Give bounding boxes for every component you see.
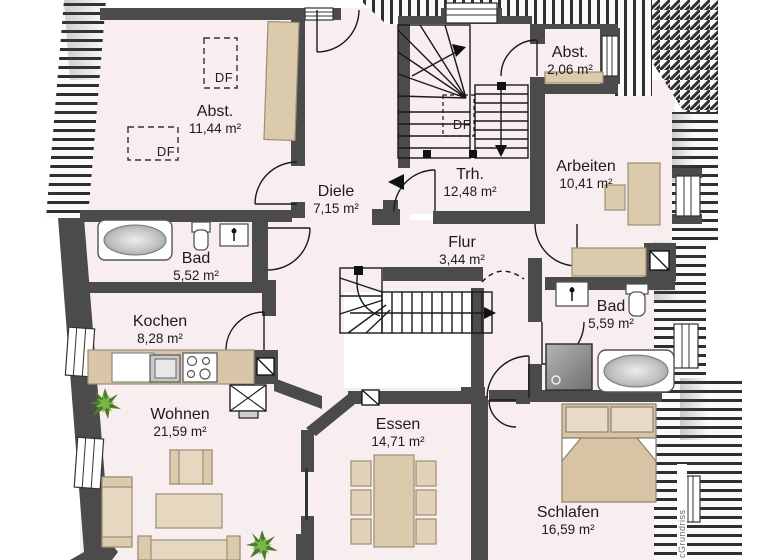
stove — [182, 352, 218, 383]
walls — [58, 8, 676, 560]
door-abst-diele — [254, 161, 298, 205]
sofa-wohnen-left — [101, 476, 133, 548]
chimney-essen — [361, 389, 380, 406]
room-label-kochen: Kochen 8,28 m² — [133, 313, 187, 347]
room-name: Abst. — [551, 44, 589, 61]
roof-hatch-abst2-right — [614, 28, 652, 96]
room-name: Wohnen — [150, 406, 210, 423]
dining-table — [373, 454, 415, 548]
window-abst-top — [304, 7, 334, 21]
room-label-essen: Essen 14,71 m² — [371, 416, 424, 450]
room-area: 3,44 m² — [439, 252, 485, 268]
door-bad1 — [267, 227, 311, 271]
left-outer-wall — [58, 218, 118, 560]
skylight-label-1: DF — [214, 70, 234, 85]
desk-arbeiten — [627, 162, 661, 226]
room-area: 8,28 m² — [137, 331, 183, 347]
room-name: Trh. — [456, 166, 484, 183]
room-area: 21,59 m² — [153, 424, 207, 440]
skylight-abst-1 — [203, 37, 238, 89]
tiled-stove — [229, 384, 267, 419]
room-name: Kochen — [132, 313, 188, 330]
bath-fixtures — [97, 219, 675, 393]
skylight-label-2: DF — [156, 144, 176, 159]
room-name: Essen — [375, 416, 421, 433]
room-label-flur: Flur 3,44 m² — [439, 234, 485, 268]
door-trh-entry — [393, 169, 436, 212]
sofa-wohnen-bottom — [137, 535, 241, 560]
room-area: 11,44 m² — [188, 121, 242, 137]
chimney-kochen — [256, 357, 275, 376]
window-trh-top — [441, 2, 502, 24]
room-area: 16,59 m² — [541, 522, 595, 538]
room-label-schlafen: Schlafen 16,59 m² — [537, 504, 599, 538]
room-label-bad1: Bad 5,52 m² — [173, 250, 219, 284]
entrance-arrow — [388, 174, 404, 190]
room-area: 5,52 m² — [173, 268, 219, 284]
bathtub-bad1 — [97, 219, 173, 261]
bathtub-bad2 — [597, 349, 675, 393]
room-area: 12,48 m² — [443, 184, 497, 200]
skylight-label-3: DF — [452, 117, 472, 132]
window-arbeiten-right — [672, 168, 702, 224]
room-label-arbeiten: Arbeiten 10,41 m² — [556, 158, 616, 192]
room-area: 14,71 m² — [371, 434, 425, 450]
chimney-symbols — [256, 250, 670, 406]
window-wohnen-left-1 — [64, 326, 96, 378]
room-label-trh: Trh. 12,48 m² — [443, 166, 496, 200]
watermark-text: cGrundriss — [677, 464, 687, 560]
kitchen-counter — [87, 349, 255, 385]
double-bed — [561, 403, 657, 503]
room-label-wohnen: Wohnen 21,59 m² — [150, 406, 209, 440]
room-label-abst1: Abst. 11,44 m² — [189, 103, 241, 137]
skylight-outlines — [127, 37, 238, 161]
door-abst-top — [316, 9, 360, 53]
window-abst2-right — [600, 28, 620, 84]
room-area: 7,15 m² — [313, 201, 359, 217]
door-kochen — [225, 311, 265, 351]
room-name: Arbeiten — [556, 158, 616, 175]
roof-hatch-corner — [652, 0, 718, 118]
washbasin-bad1 — [219, 223, 249, 247]
room-name: Bad — [181, 250, 211, 267]
roof-hatch-top-right — [532, 0, 652, 28]
coffee-table-wohnen — [155, 493, 223, 529]
bench-arbeiten — [571, 247, 647, 277]
room-name: Abst. — [196, 103, 234, 120]
shower-bad2 — [545, 343, 593, 391]
staircase-lower — [339, 266, 496, 334]
room-label-bad2: Bad 5,59 m² — [588, 298, 634, 332]
door-essen — [488, 399, 517, 428]
dining-chairs — [350, 460, 437, 545]
door-flur-dashed — [481, 270, 525, 283]
toilet-bad2 — [625, 283, 649, 317]
chair-arbeiten — [604, 184, 626, 211]
room-label-diele: Diele 7,15 m² — [313, 183, 359, 217]
door-schlafen — [486, 355, 530, 399]
room-area: 10,41 m² — [559, 176, 613, 192]
windows — [64, 2, 702, 523]
room-label-abst2: Abst. 2,06 m² — [547, 44, 593, 78]
shelf-abst2 — [544, 71, 604, 84]
room-name: Diele — [317, 183, 355, 200]
washbasin-bad2 — [555, 281, 589, 307]
skylight-abst-2 — [127, 126, 179, 161]
room-area: 2,06 m² — [547, 62, 593, 78]
furniture — [87, 20, 661, 560]
door-abst2 — [500, 39, 538, 77]
room-name: Flur — [448, 234, 476, 251]
room-name: Bad — [596, 298, 626, 315]
window-bad2-right — [673, 323, 699, 369]
staircase-upper — [397, 24, 529, 159]
skylight-trh-outline — [442, 94, 475, 137]
chimney-bad2 — [649, 250, 670, 271]
window-wohnen-left-2 — [73, 436, 105, 490]
room-name: Schlafen — [536, 504, 600, 521]
toilet-bad1 — [191, 221, 211, 251]
room-area: 5,59 m² — [588, 316, 634, 332]
wardrobe-abst — [263, 20, 300, 142]
